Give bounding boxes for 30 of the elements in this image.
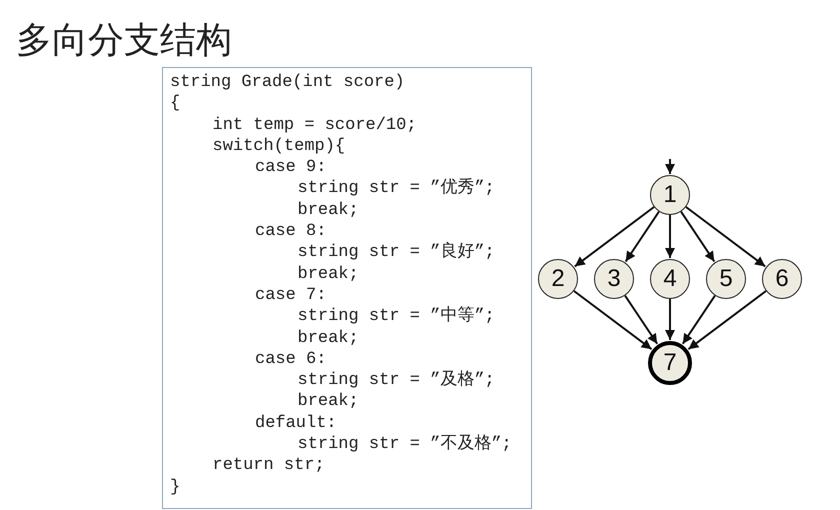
code-line: string str = ”良好”; bbox=[298, 242, 495, 264]
code-line: string Grade(int score) bbox=[170, 72, 405, 94]
code-line: case 7: bbox=[255, 284, 326, 306]
arrow bbox=[574, 206, 655, 268]
arrow bbox=[685, 206, 766, 268]
arrow bbox=[680, 211, 716, 262]
arrow bbox=[665, 215, 675, 258]
code-line: string str = ”及格”; bbox=[298, 370, 495, 392]
code-line: break; bbox=[298, 264, 359, 285]
code-line: switch(temp){ bbox=[212, 136, 346, 158]
code-box bbox=[162, 67, 532, 509]
arrow bbox=[688, 290, 767, 350]
code-line: break; bbox=[298, 328, 359, 349]
code-line: break; bbox=[298, 391, 359, 413]
title: 多向分支结构 bbox=[16, 18, 232, 62]
code-line: case 6: bbox=[255, 348, 326, 370]
code-line: return str; bbox=[212, 455, 325, 477]
code-line: string str = ”不及格”; bbox=[298, 434, 512, 456]
code-line: case 9: bbox=[255, 157, 326, 178]
code-line: default: bbox=[255, 412, 337, 434]
code-line: int temp = score/10; bbox=[212, 114, 417, 136]
arrow bbox=[665, 159, 675, 174]
code-line: break; bbox=[298, 200, 359, 222]
code-line: string str = ”中等”; bbox=[298, 306, 495, 328]
code-line: case 8: bbox=[255, 221, 326, 242]
arrow bbox=[624, 211, 660, 262]
code-line: string str = ”优秀”; bbox=[298, 178, 495, 200]
code-line: } bbox=[170, 476, 180, 498]
code-line: { bbox=[170, 93, 180, 115]
arrow bbox=[665, 299, 675, 340]
